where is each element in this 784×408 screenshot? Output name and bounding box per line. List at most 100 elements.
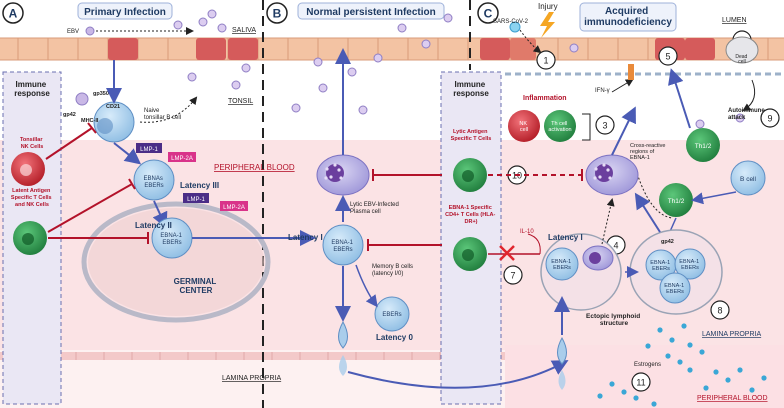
ebv-virion-icon bbox=[291, 103, 301, 113]
th12-cell-upper bbox=[686, 128, 720, 162]
immune-response-a-label: Immune response bbox=[14, 80, 50, 98]
th-cell-label: Th cell activation bbox=[548, 121, 571, 133]
blocked-x-icon bbox=[499, 245, 515, 261]
tonsillar-nk-label: Tonsillar NK Cells bbox=[20, 137, 44, 150]
latency-0-b-cell bbox=[374, 296, 410, 332]
ebv-virion-icon bbox=[173, 20, 183, 30]
step-11-marker bbox=[631, 372, 651, 392]
sars-label: SARS-CoV-2 bbox=[493, 19, 529, 25]
ebv-virion-icon bbox=[217, 23, 227, 33]
gp350-label: gp350 bbox=[93, 91, 109, 97]
epithelium-layer bbox=[0, 37, 784, 61]
gp42-label: gp42 bbox=[63, 112, 76, 118]
lmp2a-label: LMP-2A bbox=[171, 156, 193, 162]
ebv-virion-icon bbox=[75, 92, 89, 106]
ebna1-c-label-c: EBNA-1 EBERs bbox=[679, 259, 700, 271]
ebv-virion-icon bbox=[318, 83, 328, 93]
ebv-virion-icon bbox=[207, 9, 217, 19]
lumen-label: LUMEN bbox=[722, 17, 747, 24]
injury-label: Injury bbox=[538, 2, 558, 11]
ebna1-label: EBNA-1 EBERs bbox=[160, 233, 183, 246]
ebv-virion-icon bbox=[347, 67, 357, 77]
th12-upper-label: Th1/2 bbox=[695, 143, 712, 150]
peripheral-blood-c-label: PERIPHERAL BLOOD bbox=[697, 395, 768, 402]
cross-reactive-label: Cross-reactive regions of EBNA-1 bbox=[630, 143, 667, 161]
step-8-marker bbox=[710, 300, 730, 320]
panel-c-title: Acquired immunodeficiency bbox=[584, 6, 672, 28]
tonsil-label: TONSIL bbox=[228, 98, 253, 105]
ebnas-label: EBNAs EBERs bbox=[143, 176, 164, 189]
infected-epithelial-cell bbox=[228, 38, 258, 60]
ebv-virion-icon bbox=[735, 113, 745, 123]
ebna1-b-label: EBNA-1 EBERs bbox=[331, 240, 354, 253]
latency-iii-b-cell bbox=[133, 159, 175, 201]
ifn-gamma-label: IFN-γ bbox=[595, 88, 610, 94]
dead-cell bbox=[725, 36, 759, 64]
ebna1-c-label-d: EBNA-1 EBERs bbox=[664, 283, 685, 295]
lmp1-label-2: LMP-1 bbox=[187, 197, 205, 203]
step-1-number: 1 bbox=[543, 56, 548, 66]
lmp2a-badge bbox=[168, 152, 196, 162]
panel-b-title: Normal persistent Infection bbox=[306, 7, 435, 18]
nk-cell-c-label: NK cell bbox=[519, 121, 528, 133]
step-1-marker bbox=[536, 50, 556, 70]
step-3-number: 3 bbox=[602, 121, 607, 131]
infected-epithelial-cell bbox=[685, 38, 715, 60]
ebv-virion-icon bbox=[241, 63, 251, 73]
th12-lower-label: Th1/2 bbox=[668, 198, 685, 205]
ebv-virion-icon bbox=[231, 80, 241, 90]
step-4-number: 4 bbox=[613, 241, 618, 251]
panel-a-letter: A bbox=[9, 7, 18, 21]
germinal-center bbox=[81, 201, 271, 323]
infected-epithelial-cell bbox=[196, 38, 226, 60]
virion-icon bbox=[85, 26, 95, 36]
panel-b-letter: B bbox=[273, 7, 282, 21]
panel-a-title: Primary Infection bbox=[84, 7, 166, 18]
cd21-label: CD21 bbox=[106, 104, 120, 110]
th-cell-c bbox=[544, 110, 576, 142]
latency-0-label: Latency 0 bbox=[376, 333, 413, 342]
step-5-marker bbox=[658, 46, 678, 66]
germinal-center-label: GERMINAL CENTER bbox=[174, 277, 219, 295]
latent-antigen-label: Latent Antigen Specific T Cells and NK C… bbox=[11, 188, 53, 208]
ebers-label: EBERs bbox=[382, 312, 401, 318]
ebna1-c-label-b: EBNA-1 EBERs bbox=[650, 260, 671, 272]
ebv-virion-icon bbox=[695, 119, 705, 129]
il10-label: IL-10 bbox=[520, 229, 534, 235]
latency-i-b-label: Latency I bbox=[288, 233, 323, 242]
ebv-virion-icon bbox=[198, 17, 208, 27]
memory-b-label: Memory B cells (latency I/0) bbox=[372, 264, 415, 277]
ebv-virion-icon bbox=[421, 39, 431, 49]
lmp2a-label-2: LMP-2A bbox=[223, 205, 245, 211]
step-11-number: 11 bbox=[636, 378, 645, 388]
inflammation-label: Inflammation bbox=[523, 95, 567, 102]
lmp1-label: LMP-1 bbox=[140, 147, 158, 153]
ebv-virion-icon bbox=[397, 23, 407, 33]
lamina-propria-b-label: LAMINA PROPRIA bbox=[222, 375, 281, 382]
lamina-propria-c-label: LAMINA PROPRIA bbox=[702, 331, 761, 338]
step-8-number: 8 bbox=[717, 306, 722, 316]
ebv-virion-icon bbox=[358, 105, 368, 115]
ebv-virion-icon bbox=[187, 72, 197, 82]
latency-iii-label: Latency III bbox=[180, 181, 219, 190]
step-3-marker bbox=[595, 115, 615, 135]
ectopic-label: Ectopic lymphoid structure bbox=[586, 313, 642, 327]
latency-i-c-label: Latency I bbox=[548, 233, 583, 242]
infected-epithelial-cell bbox=[480, 38, 510, 60]
nk-cell-c bbox=[508, 110, 540, 142]
ebv-virion-icon bbox=[569, 43, 579, 53]
latency-ii-label: Latency II bbox=[135, 221, 172, 230]
lightning-icon bbox=[540, 12, 555, 38]
step-9-number: 9 bbox=[767, 114, 772, 124]
step-9-marker bbox=[760, 108, 780, 128]
panel-c-letter: C bbox=[484, 7, 493, 21]
estrogens-label: Estrogens bbox=[634, 362, 661, 368]
ebv-virion-icon bbox=[313, 57, 323, 67]
b-cell-transit-icon bbox=[338, 320, 348, 349]
dead-cell-label: Dead cell bbox=[735, 54, 748, 65]
step-7-number: 7 bbox=[510, 271, 515, 281]
lamina-epithelium bbox=[0, 352, 505, 360]
mhc-label: MHC-II bbox=[81, 118, 99, 124]
